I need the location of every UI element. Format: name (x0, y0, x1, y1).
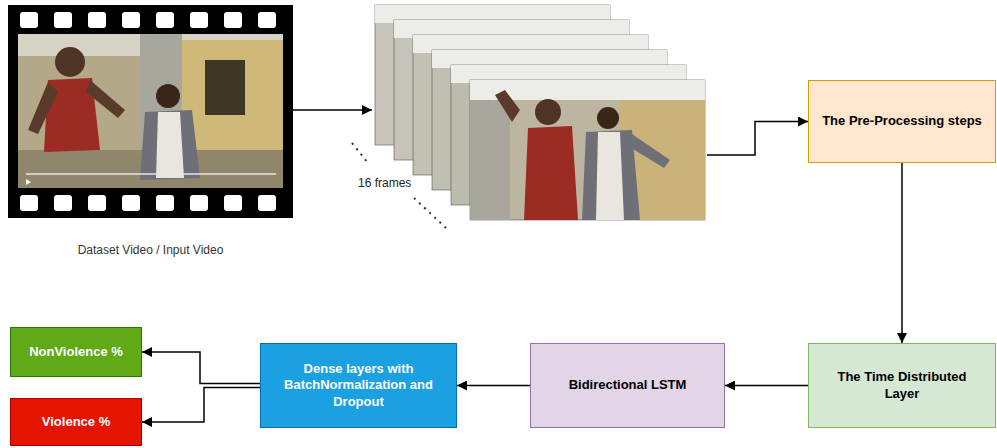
flow-arrow (725, 385, 808, 387)
box-label: Violence % (42, 414, 110, 430)
video-filmstrip-part (26, 173, 276, 175)
frame-stack-part-part (524, 126, 578, 220)
video-filmstrip-part-part (258, 12, 276, 28)
video-filmstrip-part-part (20, 195, 38, 211)
video-filmstrip-part (86, 80, 125, 118)
frame-stack-part-part (495, 90, 520, 122)
video-filmstrip-part-part (88, 195, 106, 211)
process-box: Dense layers with BatchNormalization and… (260, 343, 457, 428)
video-filmstrip-part-part (190, 195, 208, 211)
frame-stack-part-part (628, 134, 670, 168)
video-filmstrip-part-part (156, 12, 174, 28)
video-filmstrip-part-part (88, 12, 106, 28)
frame-stack-part-part (535, 99, 561, 125)
flow-arrow (901, 163, 903, 343)
video-filmstrip-part (205, 60, 245, 115)
flow-arrow (293, 109, 372, 111)
video-filmstrip-part (8, 5, 293, 218)
flow-arrow (457, 385, 530, 387)
caption-label: Dataset Video / Input Video (8, 243, 293, 257)
box-label: Dense layers with BatchNormalization and… (271, 361, 446, 410)
video-filmstrip-part (140, 110, 200, 180)
box-label: The Time Distributed Layer (819, 369, 985, 402)
box-label: NonViolence % (29, 344, 123, 360)
video-filmstrip-part (156, 84, 180, 108)
video-filmstrip-part-part (122, 195, 140, 211)
box-label: Bidirectional LSTM (569, 377, 687, 393)
video-filmstrip-part-part (224, 12, 242, 28)
frames-node: 16 frames (350, 5, 707, 228)
video-filmstrip-part-part (258, 195, 276, 211)
frame-stack-part (352, 143, 368, 163)
video-filmstrip-part-part (224, 195, 242, 211)
video-filmstrip-part-part (54, 195, 72, 211)
video-node: Dataset Video / Input Video (8, 5, 293, 257)
output-box: NonViolence % (10, 327, 142, 377)
frame-stack-part-part (596, 132, 624, 220)
caption-label: 16 frames (358, 176, 411, 190)
video-filmstrip-part-part (54, 12, 72, 28)
frame-stack (352, 5, 705, 228)
frame-stack-part-part (470, 80, 705, 220)
video-filmstrip-part (55, 47, 85, 77)
video-filmstrip (8, 5, 293, 218)
frame-stack-part (414, 198, 446, 228)
frame-stack-part-part (470, 100, 510, 220)
video-filmstrip-part (28, 82, 58, 134)
output-box: Violence % (10, 398, 142, 446)
video-filmstrip-part-part (156, 195, 174, 211)
video-filmstrip-part-part (20, 12, 38, 28)
box-label: The Pre-Processing steps (822, 113, 982, 129)
flow-arrow (707, 122, 808, 156)
video-filmstrip-part-part (122, 12, 140, 28)
frame-stack-part-part (597, 107, 619, 129)
flow-arrow (142, 352, 260, 384)
process-box: The Time Distributed Layer (808, 343, 996, 428)
video-filmstrip-part (156, 112, 184, 178)
video-filmstrip-part-part (190, 12, 208, 28)
process-box: Bidirectional LSTM (530, 343, 725, 428)
frame-stack-part (470, 80, 705, 220)
video-filmstrip-part (26, 179, 31, 185)
process-box: The Pre-Processing steps (808, 80, 996, 163)
video-filmstrip-part (18, 34, 283, 188)
flow-arrow (142, 388, 260, 423)
